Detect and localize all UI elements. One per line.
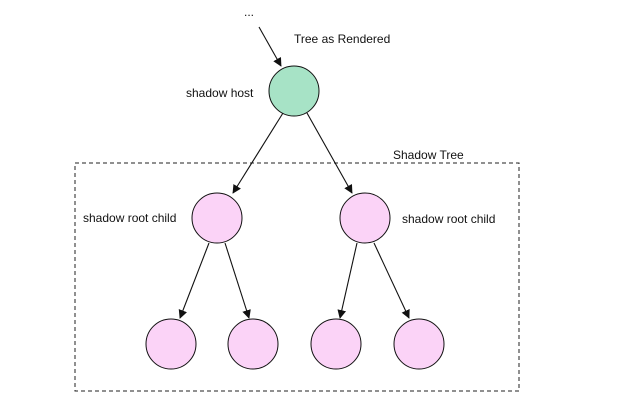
shadow-tree-label: Shadow Tree	[393, 148, 464, 162]
ellipsis-label: ...	[244, 5, 254, 19]
shadow-root-child-left-node	[191, 192, 243, 244]
tree-as-rendered-label: Tree as Rendered	[294, 32, 390, 46]
shadow-root-child-right-label: shadow root child	[402, 212, 495, 226]
leaf-node-1	[145, 318, 197, 370]
edge-right-child-to-leaf-4	[373, 242, 410, 319]
edge-host-to-right-child	[306, 112, 353, 194]
edge-left-child-to-leaf-1	[178, 242, 210, 319]
edge-host-to-left-child	[232, 112, 284, 194]
shadow-tree-boundary	[74, 162, 520, 392]
leaf-node-3	[310, 318, 362, 370]
shadow-root-child-right-node	[339, 192, 391, 244]
edge-right-child-to-leaf-3	[337, 242, 358, 319]
shadow-host-node	[268, 65, 320, 117]
shadow-root-child-left-label: shadow root child	[83, 211, 176, 225]
leaf-node-2	[227, 318, 279, 370]
edge-left-child-to-leaf-2	[224, 242, 251, 319]
shadow-host-label: shadow host	[186, 86, 254, 100]
edge-incoming-to-host	[258, 26, 282, 67]
leaf-node-4	[393, 318, 445, 370]
